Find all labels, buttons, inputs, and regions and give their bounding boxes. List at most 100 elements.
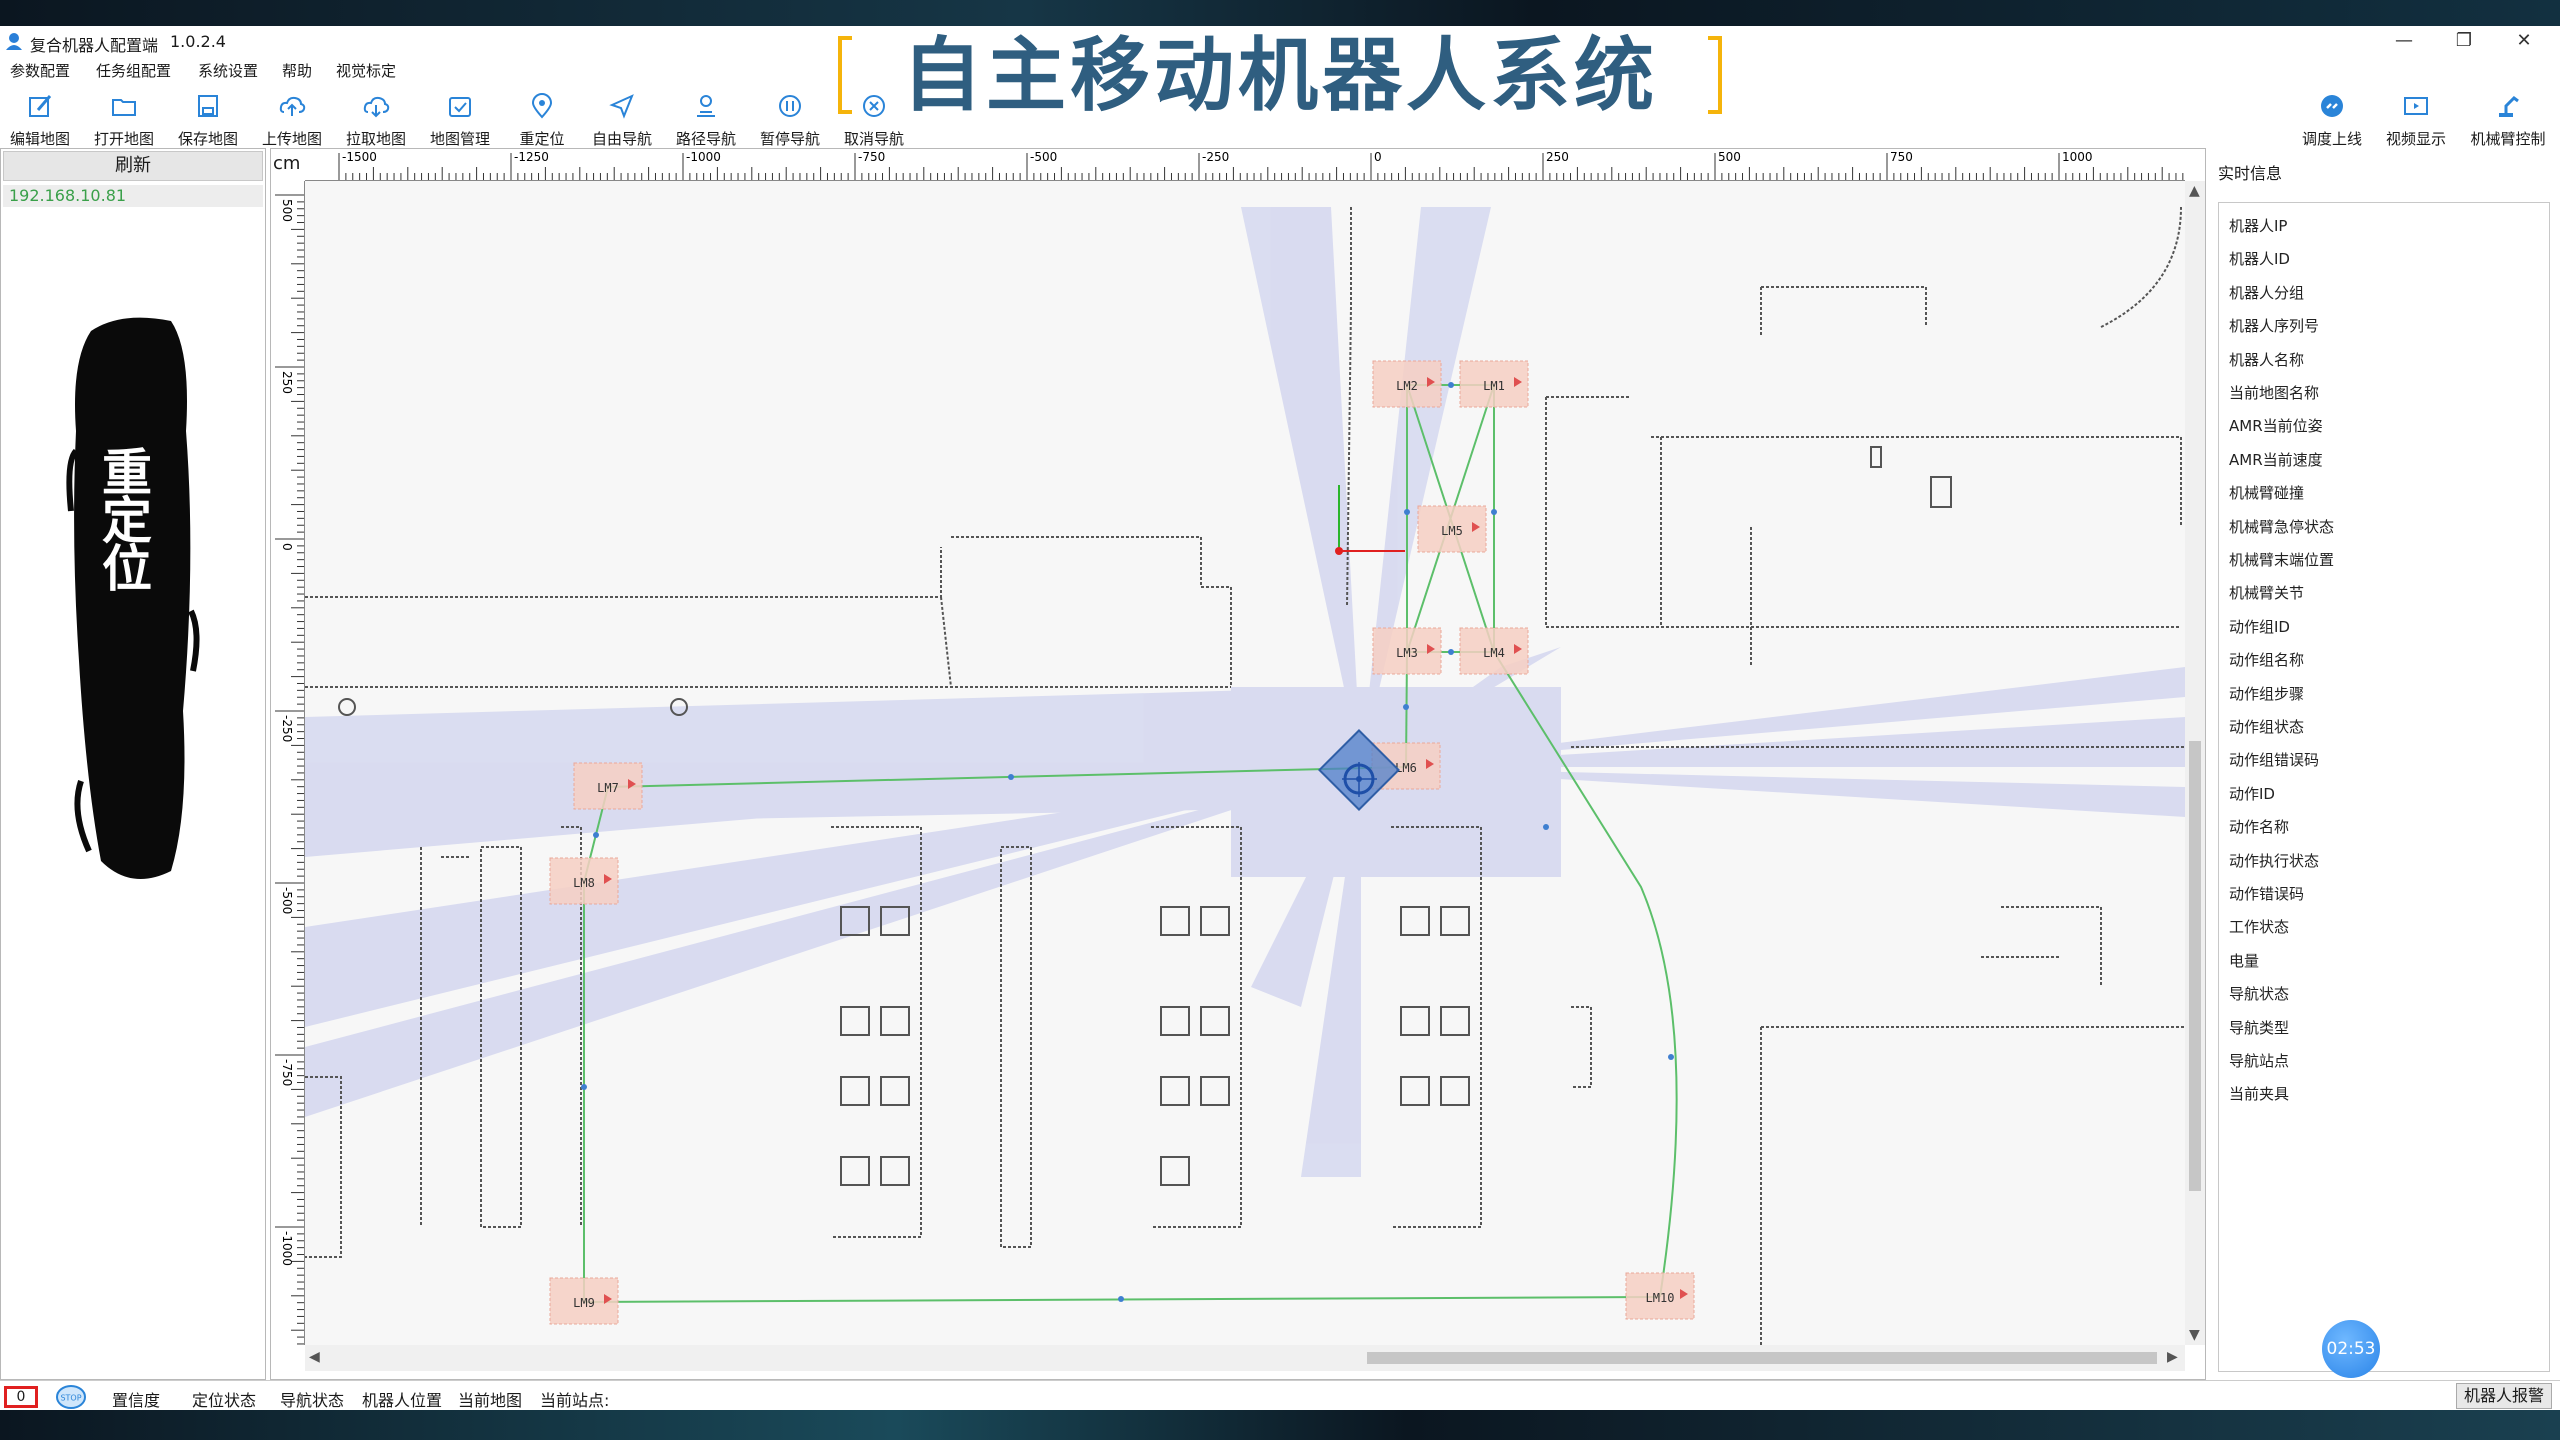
relocate-button[interactable]: 重定位 xyxy=(502,86,582,172)
station-marker[interactable]: LM2 xyxy=(1372,360,1442,408)
robot-arm-control-button[interactable]: 机械臂控制 xyxy=(2468,86,2548,172)
station-marker[interactable]: LM3 xyxy=(1372,627,1442,675)
toolbar: 编辑地图 打开地图 保存地图 上传地图 拉取地图 地图管理 重定位 自由导航 xyxy=(0,86,2560,172)
robot-alarm-button[interactable]: 机器人报警 xyxy=(2456,1383,2552,1409)
status-counter: 0 xyxy=(4,1386,38,1408)
station-label: LM5 xyxy=(1441,524,1463,538)
status-nav-state: 导航状态 xyxy=(280,1391,345,1410)
maximize-button[interactable]: ❐ xyxy=(2455,30,2473,51)
station-marker[interactable]: LM1 xyxy=(1459,360,1529,408)
vertical-scrollbar[interactable]: ▲ ▼ xyxy=(2185,181,2205,1345)
x-tick-label: 250 xyxy=(1546,150,1569,164)
station-marker[interactable]: LM7 xyxy=(573,762,643,810)
x-tick-label: -500 xyxy=(1030,150,1057,164)
upload-map-icon xyxy=(279,96,306,116)
status-robot-position: 机器人位置 xyxy=(362,1391,443,1410)
info-field-label: 工作状态 xyxy=(2229,918,2290,937)
x-tick-label: 1000 xyxy=(2062,150,2093,164)
scroll-up-arrow-icon[interactable]: ▲ xyxy=(2189,183,2200,199)
save-map-button[interactable]: 保存地图 xyxy=(168,86,248,172)
menu-vision-calibration[interactable]: 视觉标定 xyxy=(336,62,397,80)
open-map-button[interactable]: 打开地图 xyxy=(84,86,164,172)
robot-list-item[interactable]: 192.168.10.81 xyxy=(3,185,263,207)
minimize-button[interactable]: — xyxy=(2395,30,2413,51)
status-current-station: 当前站点: xyxy=(540,1391,610,1410)
ruler-unit: cm xyxy=(273,153,301,174)
scroll-right-arrow-icon[interactable]: ▶ xyxy=(2167,1349,2178,1365)
station-marker[interactable]: LM10 xyxy=(1625,1272,1695,1320)
station-heading-arrow-icon xyxy=(1426,759,1434,769)
path-nav-button[interactable]: 路径导航 xyxy=(666,86,746,172)
menu-param-config[interactable]: 参数配置 xyxy=(10,62,71,80)
station-marker[interactable]: LM5 xyxy=(1417,505,1487,553)
station-heading-arrow-icon xyxy=(604,1294,612,1304)
info-field-label: AMR当前位姿 xyxy=(2229,417,2323,436)
menu-task-group-config[interactable]: 任务组配置 xyxy=(96,62,172,80)
map-obstacles xyxy=(305,206,2185,1345)
map-obstacle-squares xyxy=(338,446,1952,1186)
horizontal-scrollbar[interactable]: ◀ ▶ xyxy=(305,1345,2185,1371)
background-top xyxy=(0,0,2560,26)
download-map-button[interactable]: 拉取地图 xyxy=(336,86,416,172)
free-nav-icon xyxy=(609,94,634,119)
realtime-info-title: 实时信息 xyxy=(2218,164,2283,183)
station-heading-arrow-icon xyxy=(1514,644,1522,654)
info-field-label: 机器人分组 xyxy=(2229,283,2305,302)
app-title: 复合机器人配置端 xyxy=(30,36,159,55)
station-heading-arrow-icon xyxy=(1427,644,1435,654)
app-logo-icon xyxy=(6,33,22,50)
robot-arm-icon xyxy=(2499,96,2519,117)
y-tick-label: -1000 xyxy=(280,1231,294,1266)
refresh-button[interactable]: 刷新 xyxy=(3,151,263,181)
info-field-label: 动作组错误码 xyxy=(2229,751,2320,770)
station-heading-arrow-icon xyxy=(1514,377,1522,387)
info-field-label: 动作组步骤 xyxy=(2229,684,2305,703)
map-manage-button[interactable]: 地图管理 xyxy=(420,86,500,172)
y-tick-label: 500 xyxy=(280,199,294,222)
pause-nav-button[interactable]: 暂停导航 xyxy=(750,86,830,172)
upload-map-button[interactable]: 上传地图 xyxy=(252,86,332,172)
station-heading-arrow-icon xyxy=(628,779,636,789)
y-tick-label: 250 xyxy=(280,371,294,394)
edit-map-button[interactable]: 编辑地图 xyxy=(0,86,80,172)
horizontal-scroll-thumb[interactable] xyxy=(1367,1352,2157,1364)
robot-marker[interactable] xyxy=(1317,728,1401,812)
free-nav-button[interactable]: 自由导航 xyxy=(582,86,662,172)
vertical-scroll-thumb[interactable] xyxy=(2189,741,2201,1191)
station-marker[interactable]: LM8 xyxy=(549,857,619,905)
relocate-icon xyxy=(531,93,553,119)
robot-list-panel: 刷新 192.168.10.81 重定位 xyxy=(0,148,266,1380)
station-marker[interactable]: LM9 xyxy=(549,1277,619,1325)
cancel-nav-button[interactable]: 取消导航 xyxy=(834,86,914,172)
station-heading-arrow-icon xyxy=(1427,377,1435,387)
info-field-label: 机器人序列号 xyxy=(2229,317,2320,336)
menu-system-settings[interactable]: 系统设置 xyxy=(198,62,259,80)
laser-scan-area xyxy=(305,207,2185,1177)
open-map-icon xyxy=(112,99,136,116)
station-heading-arrow-icon xyxy=(1472,522,1480,532)
close-button[interactable]: ✕ xyxy=(2516,30,2532,51)
cancel-nav-icon xyxy=(863,95,885,117)
video-display-button[interactable]: 视频显示 xyxy=(2376,86,2456,172)
menu-help[interactable]: 帮助 xyxy=(282,62,313,80)
info-field-label: 机械臂急停状态 xyxy=(2229,517,2335,536)
info-field-label: 电量 xyxy=(2229,951,2260,970)
info-field-label: 动作组状态 xyxy=(2229,718,2305,736)
scroll-left-arrow-icon[interactable]: ◀ xyxy=(309,1349,320,1365)
recording-timer: 02:53 xyxy=(2322,1320,2380,1378)
x-tick-label: -1500 xyxy=(342,150,377,164)
scroll-down-arrow-icon[interactable]: ▼ xyxy=(2189,1327,2200,1343)
stop-icon[interactable]: STOP xyxy=(56,1385,86,1409)
banner-bracket-right xyxy=(1708,36,1722,114)
station-label: LM4 xyxy=(1483,646,1505,660)
station-marker[interactable]: LM4 xyxy=(1459,627,1529,675)
dispatch-online-button[interactable]: 调度上线 xyxy=(2292,86,2372,172)
